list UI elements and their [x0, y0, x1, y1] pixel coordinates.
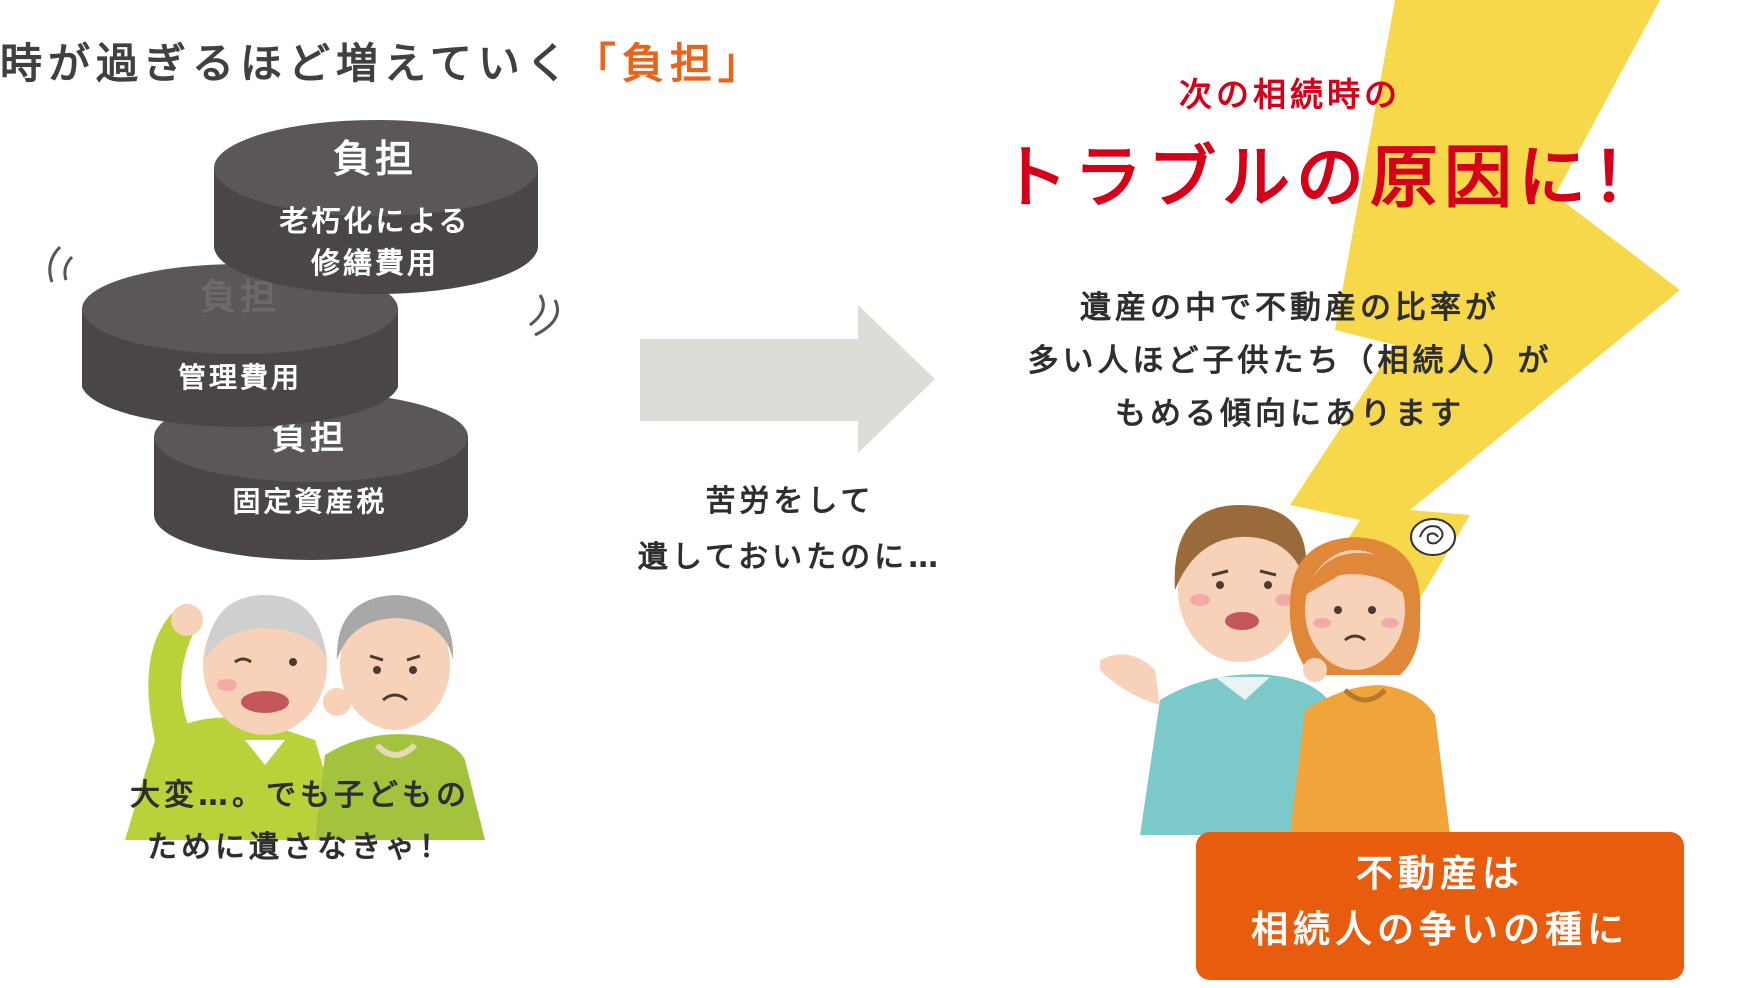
trouble-description-line-3: もめる傾向にあります: [1115, 396, 1465, 432]
elderly-caption: 大変…。でも子どもの ために遺さなきゃ！: [120, 770, 480, 874]
callout-line-1: 不動産は: [1356, 852, 1524, 895]
disk-label-line-2: 修繕費用: [310, 246, 439, 280]
disk-shape: [82, 264, 398, 427]
headline-main: 時が過ぎるほど増えていく: [0, 39, 574, 88]
trouble-description-line-2: 多い人ほど子供たち（相続人）が: [1027, 343, 1553, 379]
stress-marks-right: [529, 294, 559, 337]
disk-label: 固定資産税: [232, 485, 388, 518]
stress-marks-left: [48, 245, 74, 283]
trouble-description: 遺産の中で不動産の比率が 多い人ほど子供たち（相続人）が もめる傾向にあります: [990, 282, 1590, 441]
arrow-caption: 苦労をして 遺しておいたのに…: [600, 474, 980, 586]
elderly-caption-line-2: ために遺さなきゃ！: [147, 830, 453, 865]
young-couple-illustration: [1100, 505, 1456, 835]
trouble-description-line-1: 遺産の中で不動産の比率が: [1080, 290, 1500, 326]
inheritance-dispute-callout: 不動産は 相続人の争いの種に: [1196, 832, 1684, 980]
headline-accent: 「負担」: [573, 39, 766, 88]
right-arrow-icon: [640, 305, 935, 453]
headline: 時が過ぎるほど増えていく「負担」: [0, 30, 766, 91]
trouble-subheading: 次の相続時の: [1179, 75, 1401, 114]
elderly-caption-line-1: 大変…。でも子どもの: [130, 778, 470, 813]
elderly-couple-illustration: [125, 595, 485, 840]
callout-line-2: 相続人の争いの種に: [1251, 908, 1629, 951]
disk-title: 負担: [332, 137, 417, 181]
disk-shape: [214, 120, 538, 294]
disk-label-line-1: 老朽化による: [279, 204, 471, 238]
arrow-caption-line-1: 苦労をして: [705, 484, 875, 519]
arrow-caption-line-2: 遺しておいたのに…: [637, 540, 943, 575]
trouble-heading: トラブルの原因に！: [1000, 139, 1667, 218]
disk-title: 負担: [199, 277, 280, 318]
disk-label: 管理費用: [177, 361, 302, 394]
